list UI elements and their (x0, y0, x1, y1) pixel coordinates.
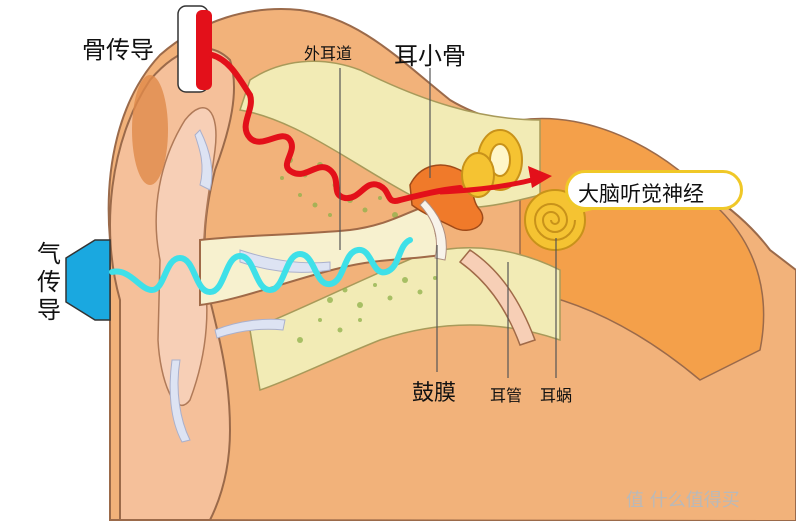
air-conduction-wave (109, 237, 413, 296)
cartilage-highlights (169, 129, 331, 443)
bone-conduction-arrow-line (439, 175, 541, 195)
label-eardrum: 鼓膜 (412, 381, 457, 406)
bone-lower (249, 247, 561, 391)
label-cochlea: 耳蜗 (540, 386, 573, 405)
label-auditory-nerve: 大脑听觉神经 (578, 182, 704, 206)
label-outer-ear-canal: 外耳道 (304, 44, 353, 63)
air-char-1: 气 (37, 240, 61, 268)
bone-conduction-wave (209, 52, 463, 204)
air-speaker (65, 239, 111, 321)
leader-lines (339, 68, 557, 378)
label-bone-conduction: 骨传导 (82, 36, 154, 64)
label-ear-tube: 耳管 (490, 386, 523, 405)
auditory-nerve-callout: 大脑听觉神经 (565, 170, 743, 210)
eardrum-shape (419, 199, 447, 261)
label-ossicles: 耳小骨 (394, 42, 466, 70)
label-air-conduction: 气 传 导 (36, 240, 62, 324)
bone-device-pad (196, 10, 212, 90)
ear-hollow (132, 75, 168, 185)
watermark: 值 什么值得买 (626, 490, 740, 511)
bone-conduction-arrow-head (528, 166, 552, 188)
ear-tube-shape (458, 249, 536, 346)
air-char-3: 导 (37, 296, 61, 324)
air-char-2: 传 (37, 268, 61, 296)
